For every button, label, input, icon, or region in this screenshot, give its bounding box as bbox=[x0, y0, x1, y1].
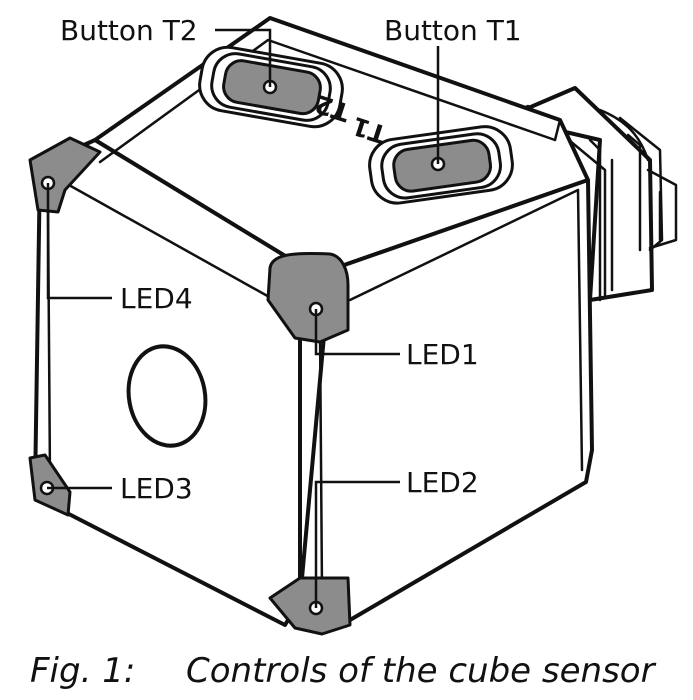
button-t1[interactable] bbox=[366, 123, 516, 206]
leader-led4 bbox=[46, 183, 112, 300]
label-button-t1: Button T1 bbox=[384, 14, 522, 47]
leader-button-t2 bbox=[215, 28, 272, 87]
led1-corner bbox=[266, 251, 350, 344]
leader-led1 bbox=[314, 309, 400, 356]
label-led3: LED3 bbox=[120, 472, 193, 505]
label-led4: LED4 bbox=[120, 282, 193, 315]
figure-number: Fig. 1: bbox=[30, 651, 135, 691]
led1-cap bbox=[266, 251, 350, 344]
leader-led2 bbox=[314, 480, 400, 608]
sensor-window bbox=[126, 344, 208, 448]
led2-corner bbox=[268, 576, 352, 636]
label-led1: LED1 bbox=[406, 338, 479, 371]
label-led2: LED2 bbox=[406, 466, 479, 499]
figure-caption: Controls of the cube sensor bbox=[186, 651, 657, 691]
label-button-t2: Button T2 bbox=[60, 14, 198, 47]
